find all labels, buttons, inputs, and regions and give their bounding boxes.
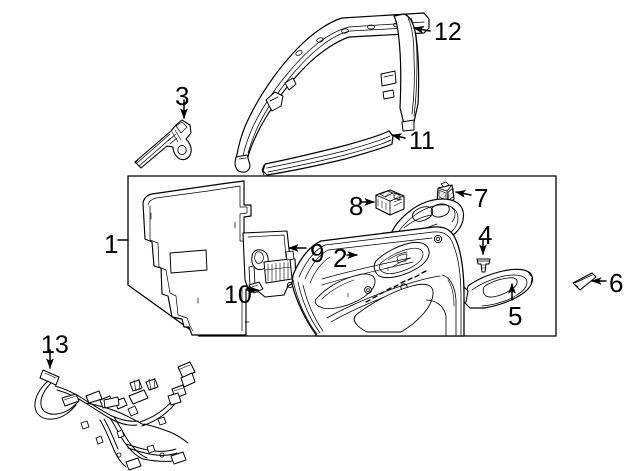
callout-label-2[interactable]: 2	[333, 243, 348, 273]
callout-label-8[interactable]: 8	[349, 191, 364, 221]
part-3-window-channel-bracket	[134, 119, 192, 169]
part-9-window-regulator-motor	[242, 230, 297, 298]
callout-label-4[interactable]: 4	[478, 220, 493, 250]
callout-label-6[interactable]: 6	[609, 268, 624, 298]
door-trim-panel-main	[291, 226, 465, 337]
callout-label-5[interactable]: 5	[508, 301, 523, 331]
callout-label-12[interactable]: 12	[434, 18, 462, 46]
part-8-window-switch-clip	[375, 189, 405, 216]
callout-label-1[interactable]: 1	[104, 229, 119, 259]
callout-label-3[interactable]: 3	[175, 81, 190, 111]
water-deflector-shield	[142, 180, 254, 336]
part-11-lower-belt-weatherstrip	[261, 130, 394, 176]
part-6-small-cover-cap	[572, 272, 597, 291]
callout-leaders	[46, 25, 607, 369]
part-12-window-frame-weatherstrip	[234, 12, 430, 173]
callout-label-9[interactable]: 9	[310, 238, 325, 268]
callout-label-10[interactable]: 10	[224, 281, 252, 309]
callout-label-11[interactable]: 11	[409, 127, 435, 155]
callout-label-13[interactable]: 13	[41, 331, 69, 359]
part-4-push-in-retainer	[476, 258, 491, 273]
callout-label-7[interactable]: 7	[474, 183, 489, 213]
part-13-wiring-harness	[34, 361, 196, 471]
